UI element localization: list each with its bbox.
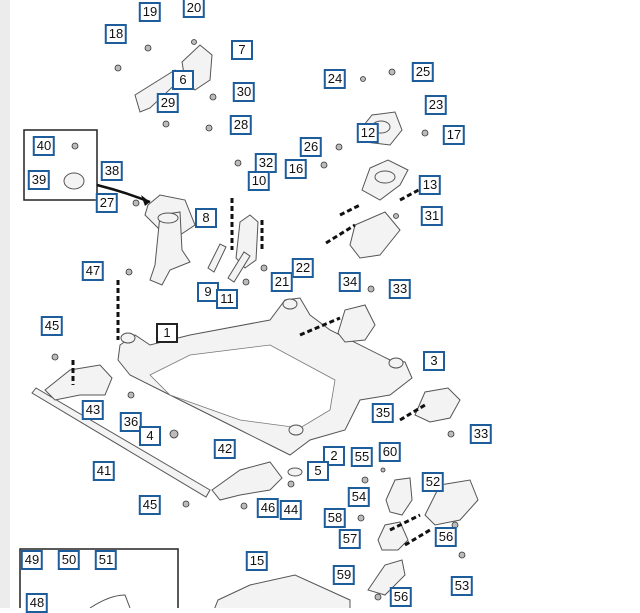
callout-33[interactable]: 33: [469, 424, 493, 444]
callout-35[interactable]: 35: [371, 403, 395, 423]
inset-box-48-51: [19, 548, 179, 608]
bracket-59: [367, 559, 406, 596]
callout-39[interactable]: 39: [27, 170, 51, 190]
bracket-13: [349, 211, 401, 259]
callout-42[interactable]: 42: [213, 439, 237, 459]
callout-56[interactable]: 56: [389, 587, 413, 607]
callout-11[interactable]: 11: [216, 289, 238, 309]
bracket-10: [235, 214, 259, 269]
callout-23[interactable]: 23: [424, 95, 448, 115]
bracket-42: [211, 461, 283, 501]
crossmember-41: [31, 387, 211, 498]
callout-18[interactable]: 18: [104, 24, 128, 44]
bracket-34: [337, 304, 376, 343]
callout-22[interactable]: 22: [291, 258, 315, 278]
callout-53[interactable]: 53: [450, 576, 474, 596]
callout-47[interactable]: 47: [81, 261, 105, 281]
callout-48[interactable]: 48: [25, 593, 49, 613]
callout-51[interactable]: 51: [94, 550, 118, 570]
callout-17[interactable]: 17: [442, 125, 466, 145]
callout-1[interactable]: 1: [156, 323, 178, 343]
bolts: [51, 39, 466, 601]
callout-60[interactable]: 60: [378, 442, 402, 462]
callout-3[interactable]: 3: [423, 351, 445, 371]
callout-50[interactable]: 50: [57, 550, 81, 570]
callout-7[interactable]: 7: [231, 40, 253, 60]
callout-38[interactable]: 38: [100, 161, 124, 181]
callout-26[interactable]: 26: [299, 137, 323, 157]
left-margin-strip: [0, 0, 10, 608]
callout-57[interactable]: 57: [338, 529, 362, 549]
subframe-1: [117, 297, 413, 456]
mount-8: [149, 211, 191, 286]
callout-6[interactable]: 6: [172, 70, 194, 90]
callout-28[interactable]: 28: [229, 115, 253, 135]
arrow-head-icon: [141, 195, 150, 206]
callout-59[interactable]: 59: [332, 565, 356, 585]
links-9-11: [207, 243, 251, 283]
callout-43[interactable]: 43: [81, 400, 105, 420]
callout-24[interactable]: 24: [323, 69, 347, 89]
callout-20[interactable]: 20: [182, 0, 206, 18]
bracket-43: [44, 364, 113, 401]
callout-19[interactable]: 19: [138, 2, 162, 22]
callout-45[interactable]: 45: [40, 316, 64, 336]
callout-25[interactable]: 25: [411, 62, 435, 82]
skid-plate-15: [214, 574, 351, 608]
callout-31[interactable]: 31: [420, 206, 444, 226]
bracket-35: [414, 387, 461, 423]
callout-46[interactable]: 46: [256, 498, 280, 518]
shield-48: [89, 594, 131, 608]
callout-56[interactable]: 56: [434, 527, 458, 547]
callout-8[interactable]: 8: [195, 208, 217, 228]
mount-57: [377, 521, 409, 551]
inset-box-39-40: [23, 129, 98, 201]
callout-40[interactable]: 40: [32, 136, 56, 156]
callout-21[interactable]: 21: [270, 272, 294, 292]
callout-54[interactable]: 54: [347, 487, 371, 507]
mount-12: [361, 159, 409, 201]
callout-34[interactable]: 34: [338, 272, 362, 292]
callout-12[interactable]: 12: [356, 123, 380, 143]
callout-4[interactable]: 4: [139, 426, 161, 446]
callout-41[interactable]: 41: [92, 461, 116, 481]
callout-32[interactable]: 32: [254, 153, 278, 173]
callout-58[interactable]: 58: [323, 508, 347, 528]
callout-16[interactable]: 16: [284, 159, 308, 179]
callout-29[interactable]: 29: [156, 93, 180, 113]
callout-55[interactable]: 55: [350, 447, 374, 467]
callout-5[interactable]: 5: [307, 461, 329, 481]
callout-30[interactable]: 30: [232, 82, 256, 102]
callout-15[interactable]: 15: [245, 551, 269, 571]
mount-54: [385, 477, 413, 516]
callout-33[interactable]: 33: [388, 279, 412, 299]
callout-10[interactable]: 10: [247, 171, 271, 191]
callout-44[interactable]: 44: [279, 500, 303, 520]
callout-49[interactable]: 49: [20, 550, 44, 570]
callout-36[interactable]: 36: [119, 412, 143, 432]
callout-27[interactable]: 27: [95, 193, 119, 213]
callout-45[interactable]: 45: [138, 495, 162, 515]
callout-13[interactable]: 13: [418, 175, 442, 195]
callout-52[interactable]: 52: [421, 472, 445, 492]
